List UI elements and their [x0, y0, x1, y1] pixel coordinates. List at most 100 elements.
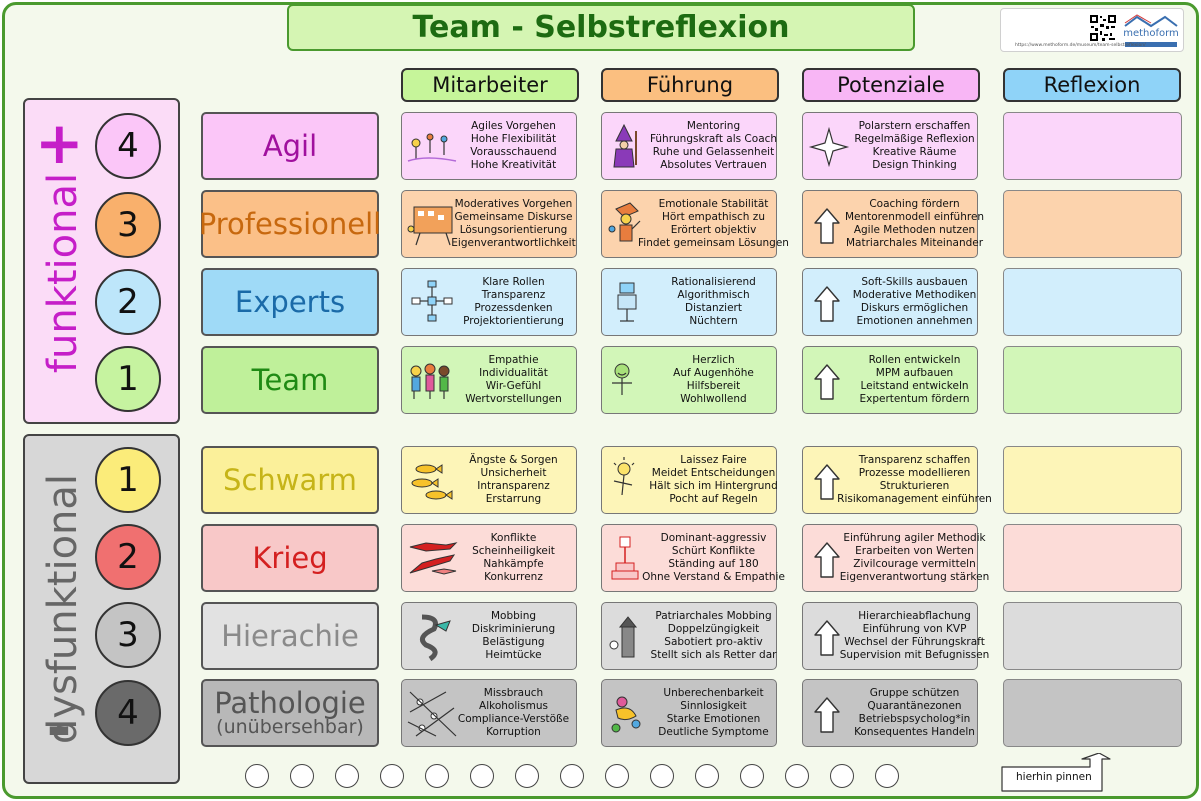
brand-name: methoform	[1123, 28, 1179, 39]
row-label-text: Schwarm	[223, 462, 357, 497]
cell-line: Moderative Methodiken	[852, 289, 977, 301]
cell-line: Hierarchieabflachung	[858, 610, 971, 622]
cell-line: Unsicherheit	[480, 467, 547, 479]
pin-circle[interactable]	[470, 764, 494, 788]
pin-here-label[interactable]: hierhin pinnen	[1000, 752, 1112, 793]
arrow-up-icon	[814, 208, 840, 244]
cell-line: Zivilcourage vermitteln	[853, 558, 976, 570]
pin-circle[interactable]	[515, 764, 539, 788]
pin-circle[interactable]	[380, 764, 404, 788]
cell-line: Alkoholismus	[479, 700, 548, 712]
cell-team-reflexion[interactable]	[1003, 346, 1182, 414]
whiteboard-icon	[407, 206, 453, 246]
cell-experts-reflexion[interactable]	[1003, 268, 1182, 336]
pin-circle[interactable]	[425, 764, 449, 788]
arrow-up-icon	[814, 697, 840, 733]
cell-line: Konsequentes Handeln	[854, 726, 975, 738]
row-label-text: Pathologie	[214, 685, 366, 720]
level-circle: 4	[95, 680, 161, 746]
pin-circle[interactable]	[650, 764, 674, 788]
cell-line: Rollen entwickeln	[868, 354, 961, 366]
row-label-text: Agil	[262, 128, 318, 163]
row-label-schwarm: Schwarm	[201, 446, 379, 514]
cell-pathologie-reflexion[interactable]	[1003, 679, 1182, 747]
arrow-up-icon	[814, 620, 840, 656]
cell-line: Betriebspsycholog*in	[858, 713, 971, 725]
cell-line: Missbrauch	[483, 687, 544, 699]
qr-code-icon	[1089, 14, 1117, 42]
pin-circle[interactable]	[605, 764, 629, 788]
cell-line: Intransparenz	[477, 480, 550, 492]
cell-line: Transparenz schaffen	[858, 454, 971, 466]
pin-circle[interactable]	[245, 764, 269, 788]
pin-circle[interactable]	[560, 764, 584, 788]
cell-line: Pocht auf Regeln	[669, 493, 758, 505]
cell-krieg-reflexion[interactable]	[1003, 524, 1182, 592]
pin-circle[interactable]	[830, 764, 854, 788]
cell-line: Patriarchales Mobbing	[655, 610, 772, 622]
cell-line: Transparenz	[481, 289, 546, 301]
cell-line: Prozessdenken	[474, 302, 553, 314]
sun-figure-icon	[613, 457, 635, 496]
cell-line: Starke Emotionen	[666, 713, 761, 725]
row-label-experts: Experts	[201, 268, 379, 336]
cell-line: Hohe Kreativität	[470, 159, 557, 171]
cell-line: Erörtert objektiv	[670, 224, 757, 236]
cell-line: Korruption	[486, 726, 541, 738]
cell-line: Eigenverantwortung stärken	[839, 571, 990, 583]
leader-icon	[609, 616, 638, 658]
cell-line: Hört empathisch zu	[662, 211, 765, 223]
cell-line: Meidet Entscheidungen	[651, 467, 776, 479]
column-header-fuehrung: Führung	[601, 68, 779, 102]
pin-circle[interactable]	[290, 764, 314, 788]
cell-line: Kreative Räume	[872, 146, 957, 158]
cell-hierachie-reflexion[interactable]	[1003, 602, 1182, 670]
pin-circle[interactable]	[335, 764, 359, 788]
cell-line: Regelmäßige Reflexion	[854, 133, 975, 145]
cell-line: Emotionale Stabilität	[658, 198, 769, 210]
star-icon	[808, 126, 850, 168]
brand-icon	[1124, 14, 1178, 47]
cell-professionell-reflexion[interactable]	[1003, 190, 1182, 258]
cell-agil-reflexion[interactable]	[1003, 112, 1182, 180]
cell-schwarm-reflexion[interactable]	[1003, 446, 1182, 514]
cell-line: Findet gemeinsam Lösungen	[638, 237, 789, 249]
pin-circle[interactable]	[740, 764, 764, 788]
level-circle: 1	[95, 447, 161, 513]
cell-line: Sabotiert pro-aktiv	[664, 636, 763, 648]
cell-line: Konflikte	[490, 532, 537, 544]
cell-line: Agile Methoden nutzen	[853, 224, 976, 236]
row-label-text: Professionell	[198, 206, 382, 241]
cell-line: Compliance-Verstöße	[457, 713, 570, 725]
robot-icon	[617, 282, 637, 322]
level-circle: 2	[95, 269, 161, 335]
pin-circle[interactable]	[695, 764, 719, 788]
cell-line: Einführung agiler Methodik	[843, 532, 986, 544]
teacher-icon	[608, 202, 641, 242]
pin-circle[interactable]	[785, 764, 809, 788]
pin-circle[interactable]	[875, 764, 899, 788]
cell-line: Absolutes Vertrauen	[660, 159, 767, 171]
cell-line: Hilfsbereit	[686, 380, 741, 392]
row-label-text: Experts	[234, 284, 346, 319]
